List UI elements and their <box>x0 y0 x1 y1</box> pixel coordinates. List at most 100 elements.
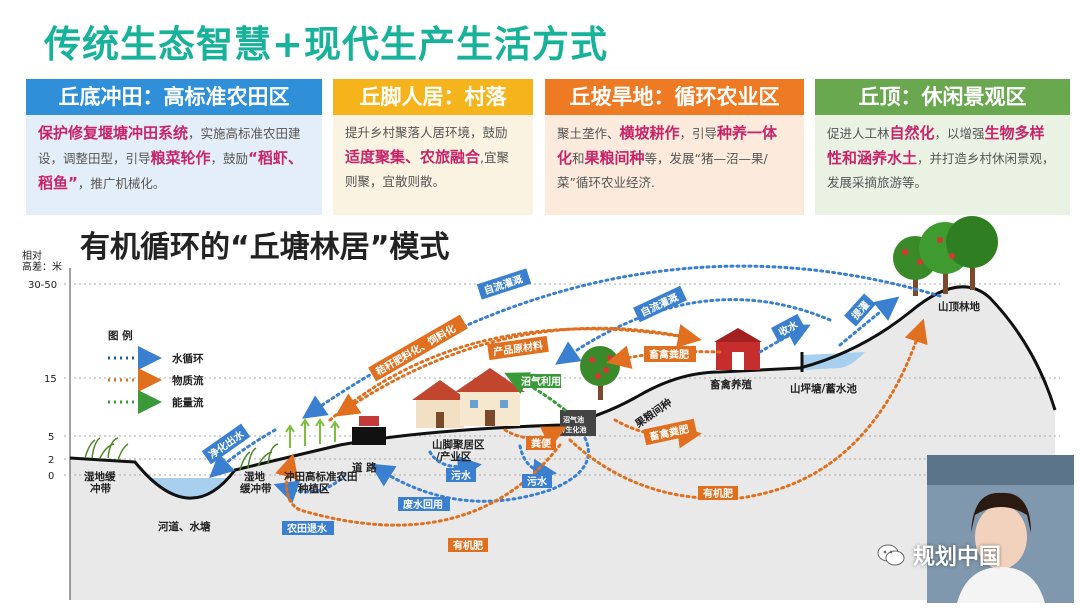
body-text: ，并打造乡村休闲景观，发展采摘旅游等。 <box>827 151 1055 190</box>
terrain-line <box>69 285 1057 500</box>
body-text: ，推广机械化。 <box>77 176 166 191</box>
hilltop-trees-icon <box>893 216 998 296</box>
zone-card-hilltop-leisure: 丘顶：休闲景观区 促进人工林自然化，以增强生物多样性和涵养水土，并打造乡村休闲景… <box>815 79 1070 215</box>
body-text: 促进人工林 <box>827 126 890 141</box>
highlight-text: “稻虾、稻鱼” <box>38 149 303 192</box>
legend-item-label: 物质流 <box>172 374 204 387</box>
zone-label: 湿地 <box>244 470 265 483</box>
highlight-text: 粮菜轮作 <box>150 149 211 167</box>
flow-tag: 农田退水 <box>282 521 334 535</box>
zone-label: 河道、水塘 <box>158 520 211 533</box>
highlight-text: 生物多样性和涵养水土 <box>827 124 1045 167</box>
flow-tag: 废水回用 <box>398 497 450 511</box>
highlight-text: 适度聚集、农旅融合 <box>345 148 481 166</box>
svg-text:畜禽粪肥: 畜禽粪肥 <box>649 348 689 361</box>
watermark: 规划中国 <box>877 537 1077 573</box>
barn-icon <box>714 328 762 370</box>
legend: 图 例 水循环 物质流 能量流 <box>108 329 204 414</box>
diagram-title: 有机循环的“丘塘林居”模式 <box>80 230 450 265</box>
flow-tag: 污水 <box>446 468 476 482</box>
body-text: 和 <box>572 151 585 166</box>
svg-text:有机肥: 有机肥 <box>703 487 733 500</box>
flow-tag: 污水 <box>522 474 552 488</box>
highlight-text: 保护修复堰塘冲田系统 <box>38 124 189 142</box>
zone-label: 种植区 <box>297 482 330 495</box>
axis-label: 相对 <box>22 249 42 262</box>
biogas-pool-icon: 沼气池 /生化池 <box>560 410 596 436</box>
presenter-video <box>927 455 1074 603</box>
village-house-icon <box>412 368 525 428</box>
svg-text:沼气利用: 沼气利用 <box>521 375 561 388</box>
body-text: ,宜聚则聚，宜散则散。 <box>345 150 509 189</box>
flow-tag: 秸秆肥料化、饲料化 <box>368 314 468 382</box>
body-text: ，以增强 <box>934 126 985 141</box>
flow-tag: 净化出水 <box>201 423 251 465</box>
svg-text:沼气池: 沼气池 <box>563 415 584 424</box>
zone-label: 山顶林地 <box>938 300 980 313</box>
flow-tag: 有机肥 <box>448 538 488 552</box>
zone-card-body: 促进人工林自然化，以增强生物多样性和涵养水土，并打造乡村休闲景观，发展采摘旅游等… <box>815 115 1070 215</box>
wechat-icon <box>877 544 905 566</box>
zone-label: 湿地缓 <box>84 470 116 483</box>
body-text: 提升乡村聚落人居环境，鼓励 <box>345 125 508 140</box>
flow-tag: 畜禽粪肥 <box>642 418 698 446</box>
zone-card-heading: 丘底冲田：高标准农田区 <box>26 79 322 115</box>
zone-label: /产业区 <box>436 450 472 463</box>
flow-tag: 自流灌溉 <box>633 285 687 323</box>
highlight-text: 自然化 <box>889 124 935 142</box>
crop-icon <box>285 418 340 448</box>
highlight-text: 种养一体化 <box>557 124 778 167</box>
svg-text:农田退水: 农田退水 <box>286 522 328 535</box>
zone-card-heading: 丘顶：休闲景观区 <box>815 79 1070 115</box>
zone-card-valley-farmland: 丘底冲田：高标准农田区 保护修复堰塘冲田系统，实施高标准农田建设，调整田型，引导… <box>26 79 322 215</box>
zone-card-body: 提升乡村聚落人居环境，鼓励适度聚集、农旅融合,宜聚则聚，宜散则散。 <box>333 115 533 215</box>
svg-text:污水: 污水 <box>527 475 548 488</box>
zone-label: 冲田高标准农田 <box>284 470 358 483</box>
svg-text:粪便: 粪便 <box>531 437 552 450</box>
body-text: ，引导 <box>679 126 718 141</box>
svg-text:污水: 污水 <box>451 469 472 482</box>
axis-tick-label: 15 <box>44 374 57 385</box>
flow-tag: 粪便 <box>526 436 556 450</box>
body-text: 等，发展“猪—沼—果/菜”循环农业经济. <box>557 151 768 190</box>
road-gate-icon <box>352 416 386 445</box>
zone-card-foothill-village: 丘脚人居：村落 提升乡村聚落人居环境，鼓励适度聚集、农旅融合,宜聚则聚，宜散则散… <box>333 79 533 215</box>
legend-item-label: 水循环 <box>171 352 204 365</box>
axis-tick-label: 2 <box>48 455 54 466</box>
flow-tag: 沼气利用 <box>517 374 561 388</box>
axis-tick-label: 0 <box>48 471 54 482</box>
page-title: 传统生态智慧+现代生产生活方式 <box>44 23 609 66</box>
body-text: 聚土垄作、 <box>557 126 620 141</box>
zone-card-heading: 丘脚人居：村落 <box>333 79 533 115</box>
zone-label: 畜禽养殖 <box>710 378 752 391</box>
zone-card-body: 聚土垄作、横坡耕作，引导种养一体化和果粮间种等，发展“猪—沼—果/菜”循环农业经… <box>545 115 804 215</box>
zone-card-slope-circular-farming: 丘坡旱地：循环农业区 聚土垄作、横坡耕作，引导种养一体化和果粮间种等，发展“猪—… <box>545 79 804 215</box>
legend-title: 图 例 <box>108 329 133 342</box>
zone-card-body: 保护修复堰塘冲田系统，实施高标准农田建设，调整田型，引导粮菜轮作，鼓励“稻虾、稻… <box>26 115 322 215</box>
flow-tag: 畜禽粪肥 <box>644 346 696 362</box>
zone-label: 冲带 <box>90 482 111 495</box>
zone-label: 道 路 <box>352 461 377 474</box>
zone-label: 缓冲带 <box>239 482 272 495</box>
axis-label: 高差：米 <box>22 260 62 273</box>
axis-tick-label: 30-50 <box>28 280 57 291</box>
legend-item-label: 能量流 <box>172 396 204 409</box>
body-text: ，实施高标准农田建设，调整田型，引导 <box>38 126 301 166</box>
body-text: ，鼓励 <box>210 151 249 166</box>
fruit-tree-icon <box>580 346 620 400</box>
zone-label: 山脚聚居区 <box>432 438 485 451</box>
flow-tag: 自流灌溉 <box>476 268 532 300</box>
axis-tick-label: 5 <box>48 432 54 443</box>
flow-tag: 提灌 <box>844 293 876 327</box>
zone-label: 山坪塘/蓄水池 <box>790 382 857 395</box>
svg-text:有机肥: 有机肥 <box>453 539 483 552</box>
watermark-text: 规划中国 <box>913 545 1002 570</box>
flow-tag: 有机肥 <box>698 486 738 500</box>
zone-card-heading: 丘坡旱地：循环农业区 <box>545 79 804 115</box>
hill-pond-water <box>803 352 865 370</box>
svg-text:废水回用: 废水回用 <box>403 498 443 511</box>
svg-text:/生化池: /生化池 <box>563 425 587 434</box>
highlight-text: 横坡耕作 <box>619 124 680 142</box>
flow-tag: 产品原材料 <box>487 335 549 361</box>
